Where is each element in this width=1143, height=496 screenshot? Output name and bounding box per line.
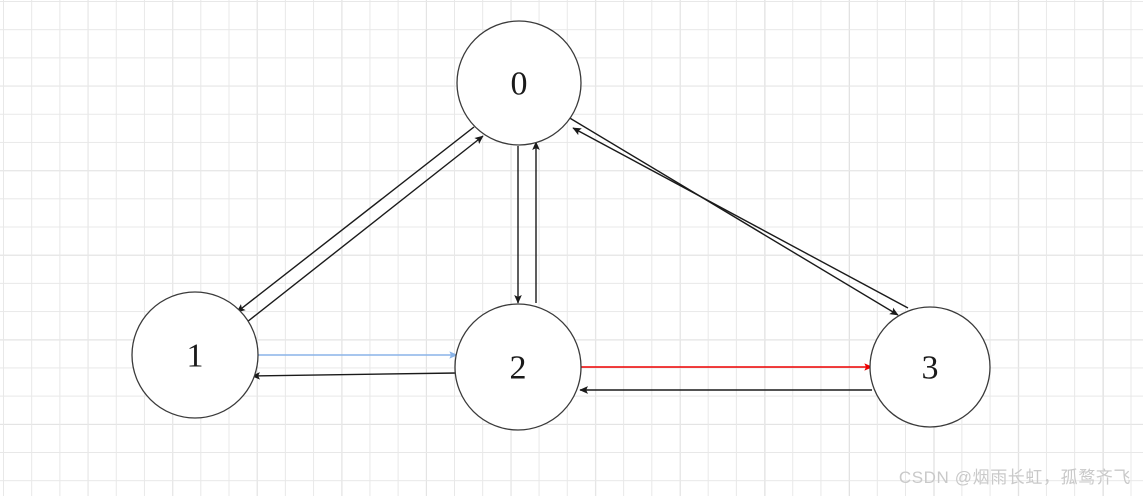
edge-0-to-1 [236,126,475,313]
node-circle-2[interactable] [454,303,582,431]
edge-layer [236,116,909,394]
node-label-0: 0 [511,66,528,103]
node-circle-0[interactable] [456,20,582,146]
node-layer: 0 1 2 3 [131,20,991,431]
edge-1-to-0 [246,135,484,323]
node-3[interactable]: 3 [869,306,991,428]
watermark-text: CSDN @烟雨长虹，孤鹜齐飞 [898,468,1131,487]
edge-2-to-1 [251,372,458,380]
node-label-1: 1 [187,338,204,375]
node-2[interactable]: 2 [454,303,582,431]
node-label-2: 2 [510,350,527,387]
edge-0-to-3 [567,116,899,316]
node-circle-1[interactable] [131,291,259,419]
node-label-3: 3 [922,350,939,387]
edge-3-to-0 [572,127,909,309]
node-0[interactable]: 0 [456,20,582,146]
node-circle-3[interactable] [869,306,991,428]
node-1[interactable]: 1 [131,291,259,419]
